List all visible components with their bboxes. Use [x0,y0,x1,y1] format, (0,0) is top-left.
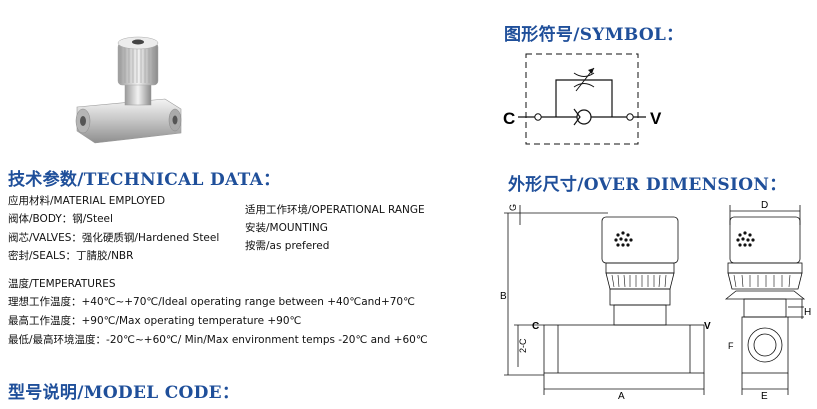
dimension-side-view: D H F E [724,200,811,402]
ideal-temperature: 理想工作温度：+40℃~+70℃/Ideal operating range b… [8,296,415,308]
mounting-value: 按需/as prefered [245,240,330,252]
temperatures-label: 温度/TEMPERATURES [8,278,116,290]
dim-label-d: D [761,200,768,211]
environment-temperature: 最低/最高环境温度：-20℃~+60℃/ Min/Max environment… [8,334,428,346]
mounting-label: 安装/MOUNTING [245,222,328,234]
dim-label-a: A [618,391,625,402]
product-photo [75,36,182,144]
symbol-port-v: V [650,109,662,128]
material-label: 应用材料/MATERIAL EMPLOYED [8,195,166,207]
dim-label-c: C [532,321,539,332]
max-temperature: 最高工作温度：+90℃/Max operating temperature +9… [8,315,302,327]
operational-range-label: 适用工作环境/OPERATIONAL RANGE [245,204,425,216]
model-code-heading: 型号说明/MODEL CODE： [8,383,240,403]
dim-label-g: G [508,204,518,211]
seals-material: 密封/SEALS：丁腈胶/NBR [8,250,134,262]
technical-data-heading: 技术参数/TECHNICAL DATA： [8,170,281,190]
over-dimension-heading: 外形尺寸/OVER DIMENSION： [508,175,787,195]
dim-label-h: H [804,307,811,318]
valves-material: 阀芯/VALVES：强化硬质钢/Hardened Steel [8,232,220,244]
hydraulic-symbol: C V [503,53,662,145]
body-material: 阀体/BODY：钢/Steel [8,213,113,225]
symbol-heading: 图形符号/SYMBOL： [504,25,684,45]
dimension-front-view: G B 2-C C V A [500,204,711,402]
dim-label-b: B [500,291,507,302]
dim-label-e: E [761,391,768,402]
dim-label-2c: 2-C [518,338,528,353]
dim-label-f: F [728,341,734,351]
symbol-port-c: C [503,109,515,128]
dim-label-v: V [704,321,711,332]
